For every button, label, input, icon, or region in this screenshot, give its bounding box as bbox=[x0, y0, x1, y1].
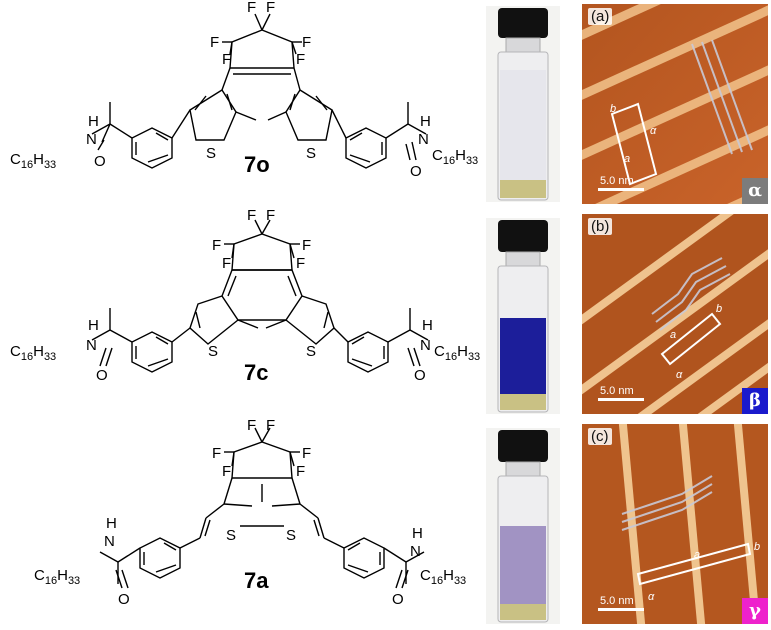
atom-o: O bbox=[410, 163, 422, 180]
stm-panel-a: b a α (a) 5.0 nm α bbox=[582, 4, 768, 204]
atom-h: H bbox=[88, 317, 99, 334]
panel-label: (c) bbox=[588, 428, 612, 445]
chain-right: C16H33 bbox=[434, 343, 480, 363]
scale-bar bbox=[598, 608, 644, 611]
atom-f: F bbox=[296, 51, 305, 68]
atom-n: N bbox=[410, 543, 421, 560]
vial-7a bbox=[486, 428, 560, 624]
atom-s: S bbox=[208, 343, 218, 360]
atom-o: O bbox=[392, 591, 404, 608]
lattice-alpha: α bbox=[650, 125, 657, 137]
atom-s: S bbox=[226, 527, 236, 544]
chain-left: C16H33 bbox=[10, 151, 56, 171]
lattice-a: a bbox=[624, 153, 630, 165]
atom-f: F bbox=[247, 0, 256, 16]
scale-bar bbox=[598, 398, 644, 401]
lattice-alpha: α bbox=[648, 591, 655, 603]
atom-h: H bbox=[422, 317, 433, 334]
vial-solution bbox=[500, 318, 546, 394]
chain-right: C16H33 bbox=[432, 147, 478, 167]
atom-f: F bbox=[222, 51, 231, 68]
atom-o: O bbox=[414, 367, 426, 384]
atom-f: F bbox=[247, 210, 256, 224]
atom-f: F bbox=[212, 445, 221, 462]
stm-panel-c: b a α (c) 5.0 nm γ bbox=[582, 424, 768, 624]
vial-7o bbox=[486, 6, 560, 202]
atom-f: F bbox=[222, 463, 231, 480]
lattice-b: b bbox=[610, 103, 616, 115]
scale-text: 5.0 nm bbox=[600, 595, 634, 607]
atom-o: O bbox=[118, 591, 130, 608]
vial-solution bbox=[500, 70, 546, 180]
vial-solution bbox=[500, 526, 546, 604]
structure-7o: F F F F F F S S N H O N H O C16H33 C16H3… bbox=[10, 0, 478, 180]
chain-left: C16H33 bbox=[10, 343, 56, 363]
atom-f: F bbox=[266, 420, 275, 434]
atom-f: F bbox=[296, 463, 305, 480]
lattice-b: b bbox=[754, 541, 760, 553]
atom-f: F bbox=[247, 420, 256, 434]
atom-s: S bbox=[306, 145, 316, 162]
atom-s: S bbox=[286, 527, 296, 544]
compound-label: 7a bbox=[244, 568, 269, 593]
atom-o: O bbox=[94, 153, 106, 170]
structure-7a: F F F F F F S S N H O N H O C16H33 C16H3… bbox=[34, 420, 466, 608]
phase-badge: α bbox=[742, 178, 768, 204]
atom-n: N bbox=[104, 533, 115, 550]
atom-o: O bbox=[96, 367, 108, 384]
panel-label: (a) bbox=[588, 8, 613, 25]
atom-f: F bbox=[222, 255, 231, 272]
lattice-a: a bbox=[670, 329, 676, 341]
atom-f: F bbox=[302, 34, 311, 51]
atom-f: F bbox=[302, 237, 311, 254]
atom-n: N bbox=[418, 131, 429, 148]
chain-right: C16H33 bbox=[420, 567, 466, 587]
scale-text: 5.0 nm bbox=[600, 175, 634, 187]
atom-f: F bbox=[266, 0, 275, 16]
atom-f: F bbox=[296, 255, 305, 272]
compound-label: 7c bbox=[244, 360, 268, 385]
atom-s: S bbox=[306, 343, 316, 360]
scale-bar bbox=[598, 188, 644, 191]
phase-badge: β bbox=[742, 388, 768, 414]
structure-7c: F F F F F F S S N H O N H O C16H33 C16H3… bbox=[10, 210, 480, 385]
lattice-alpha: α bbox=[676, 369, 683, 381]
atom-f: F bbox=[212, 237, 221, 254]
lattice-a: a bbox=[694, 549, 700, 561]
atom-h: H bbox=[412, 525, 423, 542]
atom-f: F bbox=[302, 445, 311, 462]
atom-n: N bbox=[86, 131, 97, 148]
stm-panel-b: b a α (b) 5.0 nm β bbox=[582, 214, 768, 414]
scale-text: 5.0 nm bbox=[600, 385, 634, 397]
atom-f: F bbox=[210, 34, 219, 51]
vial-7c bbox=[486, 218, 560, 414]
atom-h: H bbox=[106, 515, 117, 532]
lattice-b: b bbox=[716, 303, 722, 315]
panel-label: (b) bbox=[588, 218, 613, 235]
atom-n: N bbox=[86, 337, 97, 354]
atom-h: H bbox=[88, 113, 99, 130]
chain-left: C16H33 bbox=[34, 567, 80, 587]
compound-label: 7o bbox=[244, 152, 270, 177]
atom-s: S bbox=[206, 145, 216, 162]
phase-badge: γ bbox=[742, 598, 768, 624]
atom-h: H bbox=[420, 113, 431, 130]
atom-f: F bbox=[266, 210, 275, 224]
atom-n: N bbox=[420, 337, 431, 354]
